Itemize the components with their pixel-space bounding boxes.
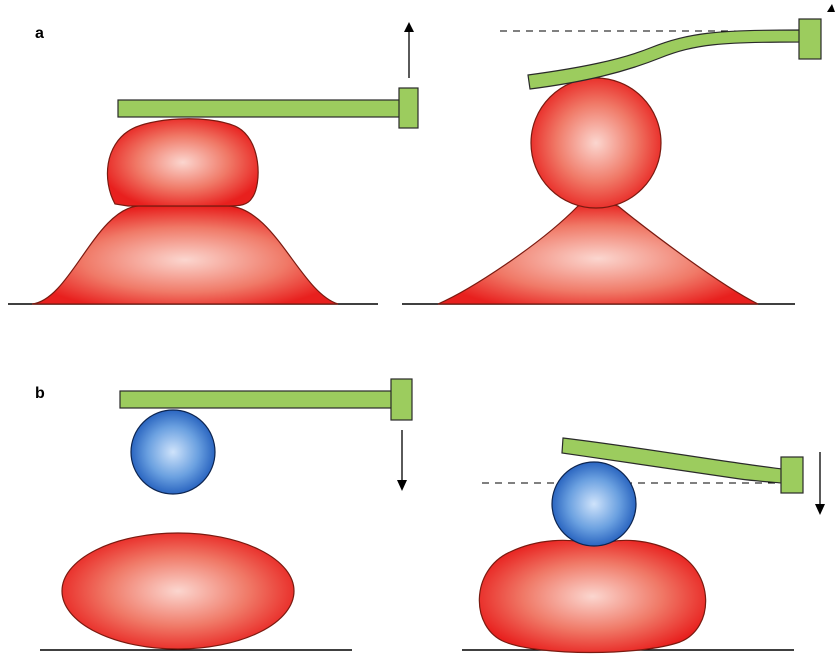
panel-a-left-scene	[8, 22, 419, 305]
down-arrow-icon	[815, 504, 825, 515]
cantilever-beam	[119, 390, 393, 409]
cantilever-holder	[398, 87, 419, 129]
panel-label-a: a	[35, 25, 44, 42]
up-arrow-icon	[827, 4, 835, 12]
panel-b-right-scene	[462, 437, 825, 654]
panel-label-b: b	[35, 385, 45, 402]
probe-cell-stretched	[530, 77, 662, 209]
bead-probe	[130, 409, 216, 495]
cantilever-holder	[798, 18, 822, 60]
cantilever-beam	[117, 99, 401, 118]
adherent-cell-mound	[31, 205, 339, 305]
up-arrow-icon	[404, 22, 414, 32]
bead-probe	[551, 461, 637, 547]
cantilever-beam-bent	[527, 29, 801, 90]
panel-b-left-scene	[40, 378, 413, 651]
adherent-cell-indented	[478, 539, 707, 654]
probe-cell-flattened	[106, 118, 259, 207]
cantilever-holder	[780, 456, 804, 494]
cantilever-holder	[390, 378, 413, 421]
adherent-cell-mound	[437, 202, 759, 305]
down-arrow-icon	[397, 480, 407, 491]
adherent-cell	[61, 532, 295, 650]
panel-a-right-scene	[402, 4, 835, 305]
